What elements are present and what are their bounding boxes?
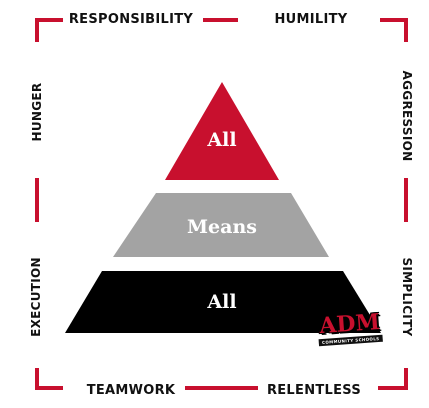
value-bottom-left: TEAMWORK	[86, 383, 176, 398]
value-top-right: HUMILITY	[274, 12, 348, 27]
adm-logo: ADM COMMUNITY SCHOOLS	[317, 308, 383, 349]
frame-corner-top-left	[35, 18, 63, 42]
pyramid-middle-label: Means	[187, 216, 257, 238]
logo-name: ADM	[318, 308, 381, 340]
value-top: RESPONSIBILITY	[68, 12, 194, 27]
pyramid-tier-middle	[113, 193, 329, 257]
pyramid-tier-bottom	[65, 271, 381, 333]
frame-corner-bottom-right	[378, 368, 408, 390]
pyramid-top-label: All	[207, 129, 237, 151]
frame-corner-top-right	[380, 18, 408, 42]
pyramid-bottom-label: All	[207, 291, 237, 313]
frame-corner-bottom-left	[35, 368, 63, 390]
value-left-upper: HUNGER	[30, 82, 44, 142]
value-bottom-right: RELENTLESS	[266, 383, 362, 398]
pyramid-tier-top	[165, 82, 279, 180]
value-right-lower: SIMPLICITY	[400, 257, 414, 337]
value-left-lower: EXECUTION	[29, 257, 43, 337]
value-right-upper: AGGRESSION	[400, 70, 414, 162]
